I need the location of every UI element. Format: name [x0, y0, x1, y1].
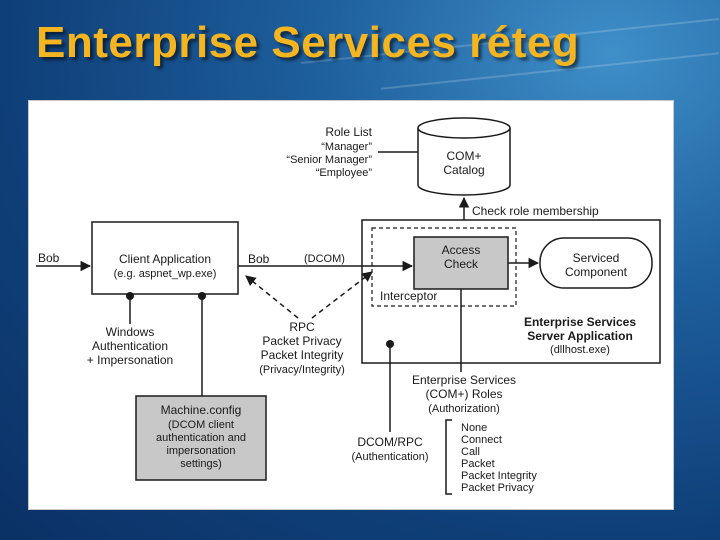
role-employee: “Employee”	[316, 167, 373, 179]
windows-auth-line1: Windows	[106, 325, 155, 339]
auth-level-item: Packet	[461, 458, 495, 470]
client-app-line1: Client Application	[119, 252, 211, 266]
catalog-line2: Catalog	[443, 163, 484, 177]
rpc-line1: RPC	[289, 320, 315, 334]
auth-level-item: Packet Privacy	[461, 482, 534, 494]
auth-levels-bracket	[445, 419, 452, 495]
machine-config-box	[135, 395, 267, 481]
client-app-line2: (e.g. aspnet_wp.exe)	[114, 268, 217, 280]
access-check-line1: Access	[442, 243, 481, 257]
rpc-line3: Packet Integrity	[261, 348, 344, 362]
role-list-heading: Role List	[325, 125, 372, 139]
catalog-line1: COM+	[446, 149, 481, 163]
rpc-left-arrow	[245, 275, 299, 319]
rpc-line2: Packet Privacy	[262, 334, 341, 348]
serviced-component	[539, 237, 653, 289]
com-catalog-cylinder: COM+ Catalog	[417, 117, 511, 196]
server-app-line2: Server Application	[527, 329, 633, 343]
client-application-box	[91, 221, 239, 295]
windows-auth-line3: + Impersonation	[87, 353, 173, 367]
auth-level-item: None	[461, 422, 487, 434]
machine-config-line2: (DCOM client	[168, 419, 234, 431]
rpc-right-arrow	[311, 271, 373, 319]
dcom-rpc-line1: DCOM/RPC	[357, 435, 423, 449]
machine-config-line1: Machine.config	[161, 403, 242, 417]
machine-config-line4: impersonation	[166, 445, 235, 457]
machine-config-line5: settings)	[180, 458, 222, 470]
es-roles-line2: (COM+) Roles	[425, 387, 502, 401]
slide-title: Enterprise Services réteg	[36, 18, 580, 67]
interceptor-label: Interceptor	[380, 289, 437, 303]
auth-level-item: Call	[461, 446, 480, 458]
bob-incoming-label: Bob	[38, 251, 60, 265]
es-roles-line3: (Authorization)	[428, 403, 500, 415]
interceptor-box	[371, 227, 517, 307]
auth-level-item: Packet Integrity	[461, 470, 537, 482]
dcom-label: (DCOM)	[304, 253, 345, 265]
bob-outgoing-label: Bob	[248, 252, 270, 266]
es-roles-line1: Enterprise Services	[412, 373, 516, 387]
server-app-line1: Enterprise Services	[524, 315, 636, 329]
role-manager: “Manager”	[321, 141, 372, 153]
access-check-line2: Check	[444, 257, 479, 271]
serviced-component-line1: Serviced	[573, 251, 620, 265]
serviced-component-line2: Component	[565, 265, 628, 279]
role-list: Role List “Manager” “Senior Manager” “Em…	[286, 125, 372, 179]
machine-config-line3: authentication and	[156, 432, 246, 444]
role-senior-manager: “Senior Manager”	[286, 154, 372, 166]
windows-auth-line2: Authentication	[92, 339, 168, 353]
auth-levels-list: None Connect Call Packet Packet Integrit…	[461, 422, 537, 494]
rpc-line4: (Privacy/Integrity)	[259, 364, 345, 376]
server-app-line3: (dllhost.exe)	[550, 344, 610, 356]
dcom-rpc-line2: (Authentication)	[351, 451, 428, 463]
auth-level-item: Connect	[461, 434, 502, 446]
check-role-label: Check role membership	[472, 204, 599, 218]
